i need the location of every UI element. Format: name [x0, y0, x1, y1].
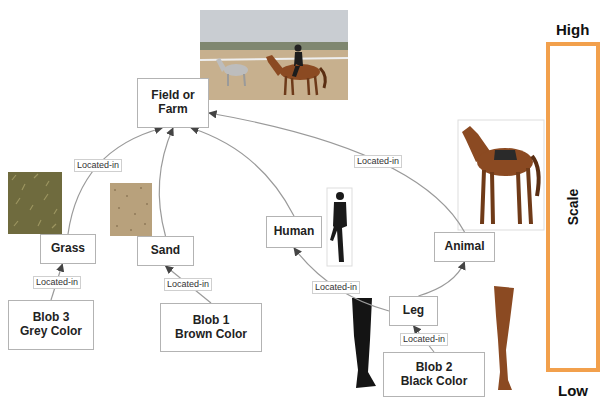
human-photo — [327, 188, 352, 266]
horse-legs — [482, 168, 531, 224]
horse-neck — [266, 55, 284, 76]
grass-blades — [12, 174, 57, 228]
concept-label: Grass — [51, 242, 85, 256]
relation-arrow — [159, 128, 173, 236]
saddle — [494, 150, 517, 160]
relation-label: Located-in — [74, 159, 122, 172]
horse-legs — [228, 74, 245, 86]
horse-neck — [216, 58, 226, 72]
concept-label: Human — [274, 225, 315, 239]
human-head — [336, 192, 344, 200]
concept-label: Blob 2 Black Color — [400, 361, 469, 389]
field-photo — [200, 10, 348, 100]
concept-box: Blob 2 Black Color — [383, 352, 485, 397]
relation-label: Located-in — [164, 278, 212, 291]
relation-arrow — [68, 128, 162, 234]
relation-arrow — [418, 262, 464, 296]
grey-horse — [216, 58, 248, 86]
rider-head — [295, 45, 302, 52]
relation-label: Located-in — [400, 333, 448, 346]
relation-arrow — [209, 113, 465, 232]
human-leg-photo — [352, 298, 376, 388]
trees — [200, 42, 348, 51]
concept-box: Sand — [137, 236, 194, 266]
scale-label: Scale — [565, 189, 581, 226]
concept-box: Blob 3 Grey Color — [8, 300, 94, 350]
sand-grains — [114, 188, 148, 230]
grass-photo — [8, 172, 62, 234]
relation-label: Located-in — [354, 155, 402, 168]
scale-label: High — [556, 21, 589, 38]
concept-label: Blob 3 Grey Color — [19, 311, 84, 339]
grass-ground — [8, 172, 62, 234]
relation-label: Located-in — [312, 281, 360, 294]
horse-tail — [532, 156, 539, 196]
concept-label: Sand — [151, 244, 180, 258]
concept-label: Field or Farm — [143, 89, 203, 117]
concept-box: Animal — [434, 232, 495, 262]
concept-box: Blob 1 Brown Color — [160, 303, 262, 352]
scale-bar — [548, 44, 598, 370]
concept-label: Blob 1 Brown Color — [174, 314, 248, 342]
brown-horse — [266, 45, 325, 96]
relation-label: Located-in — [33, 276, 81, 289]
concept-box: Field or Farm — [137, 78, 209, 128]
human-leg — [330, 226, 338, 241]
sand-ground — [110, 183, 152, 236]
concept-label: Leg — [403, 304, 424, 318]
sand-photo — [110, 183, 152, 236]
concept-box: Grass — [40, 234, 96, 264]
horse-legs — [285, 76, 317, 95]
photo-frame — [327, 188, 352, 266]
rider-body — [292, 52, 303, 77]
relation-arrow — [191, 128, 294, 216]
horse-leg-photo — [494, 286, 514, 390]
scale-label: Low — [558, 382, 588, 399]
ground — [200, 50, 348, 100]
concept-box: Leg — [389, 296, 438, 326]
photo-frame — [458, 120, 544, 230]
relation-arrow — [294, 248, 389, 311]
concept-label: Animal — [444, 240, 484, 254]
horse-tail — [320, 68, 325, 88]
horse-photo — [458, 120, 544, 230]
concept-box: Human — [266, 216, 322, 248]
sky — [200, 10, 348, 50]
